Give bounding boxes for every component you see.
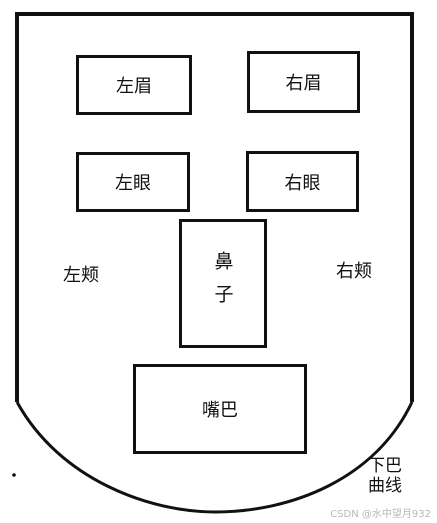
nose-box: 鼻子 [179, 219, 267, 348]
left-eye-label: 左眼 [115, 173, 151, 194]
right-cheek-label: 右颊 [336, 261, 372, 282]
stray-dot [12, 473, 16, 477]
right-eyebrow-box: 右眉 [247, 51, 360, 113]
chin-curve [15, 401, 414, 514]
nose-label: 鼻子 [211, 250, 234, 317]
right-eye-label: 右眼 [284, 172, 321, 194]
chin-label-line-2: 曲线 [368, 476, 402, 496]
mouth-box: 嘴巴 [133, 364, 307, 454]
left-cheek-label: 左颊 [63, 265, 99, 286]
mouth-label: 嘴巴 [202, 400, 238, 421]
face-border [15, 12, 414, 402]
chin-label-line-1: 下巴 [368, 456, 402, 476]
left-eyebrow-box: 左眉 [76, 55, 192, 115]
right-eye-box: 右眼 [246, 151, 359, 212]
left-eye-box: 左眼 [76, 152, 190, 212]
right-eyebrow-label: 右眉 [285, 73, 322, 94]
chin-curve-label: 下巴 曲线 [368, 456, 402, 496]
left-eyebrow-label: 左眉 [116, 76, 152, 97]
watermark-text: CSDN @水中望月932 [330, 509, 431, 520]
